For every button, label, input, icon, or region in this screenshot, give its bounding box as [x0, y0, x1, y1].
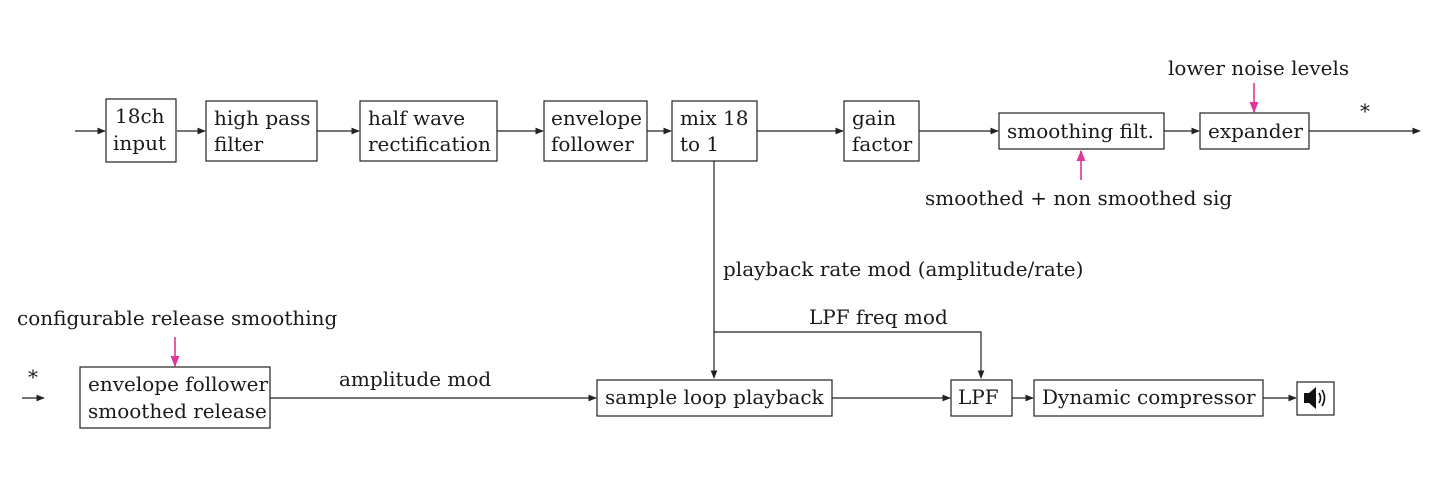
edge-lpf-freq-branch: [714, 331, 985, 379]
node-half-wave-line1: half wave: [368, 106, 465, 130]
annotation-playback-rate: playback rate mod (amplitude/rate): [723, 257, 1083, 281]
node-lpf-label: LPF: [958, 385, 999, 409]
annotation-smoothed-sig: smoothed + non smoothed sig: [925, 186, 1232, 210]
annotation-lower-noise: lower noise levels: [1168, 56, 1349, 80]
node-envelope-smoothed-release: envelope follower smoothed release: [79, 366, 271, 429]
annotation-amplitude-mod: amplitude mod: [339, 367, 491, 391]
node-env-smoothed-line2: smoothed release: [88, 399, 267, 423]
node-mix-line2: to 1: [680, 132, 719, 156]
node-input-18ch: 18ch input: [105, 98, 177, 163]
node-envelope-line1: envelope: [551, 106, 642, 130]
node-speaker: [1296, 381, 1335, 416]
continuation-star-bottom: *: [28, 365, 38, 389]
node-compressor-label: Dynamic compressor: [1042, 385, 1256, 409]
node-gain-line1: gain: [852, 106, 896, 130]
node-envelope-follower: envelope follower: [543, 100, 648, 162]
node-envelope-line2: follower: [551, 132, 634, 156]
node-input-18ch-line2: input: [113, 131, 166, 155]
node-high-pass-filter: high pass filter: [205, 100, 318, 162]
node-dynamic-compressor: Dynamic compressor: [1033, 379, 1264, 417]
node-env-smoothed-line1: envelope follower: [88, 372, 269, 396]
node-gain-factor: gain factor: [843, 100, 920, 162]
node-smoothing-filter: smoothing filt.: [998, 112, 1165, 150]
annotation-lpf-freq: LPF freq mod: [809, 305, 948, 329]
node-mix-line1: mix 18: [680, 106, 748, 130]
speaker-icon: [1304, 387, 1326, 409]
node-smoothing-label: smoothing filt.: [1007, 119, 1154, 143]
node-half-wave-rectification: half wave rectification: [359, 100, 498, 162]
node-lpf: LPF: [950, 379, 1013, 417]
node-sample-loop-label: sample loop playback: [605, 385, 825, 409]
node-input-18ch-line1: 18ch: [115, 104, 165, 128]
node-expander-label: expander: [1208, 119, 1303, 143]
continuation-star-top: *: [1360, 99, 1370, 123]
node-expander: expander: [1199, 112, 1310, 150]
node-high-pass-line2: filter: [214, 132, 264, 156]
node-mix-18-to-1: mix 18 to 1: [671, 100, 758, 162]
annotation-config-release: configurable release smoothing: [17, 306, 338, 330]
node-sample-loop-playback: sample loop playback: [596, 379, 833, 417]
node-high-pass-line1: high pass: [214, 106, 311, 130]
node-half-wave-line2: rectification: [368, 132, 491, 156]
node-gain-line2: factor: [852, 132, 913, 156]
